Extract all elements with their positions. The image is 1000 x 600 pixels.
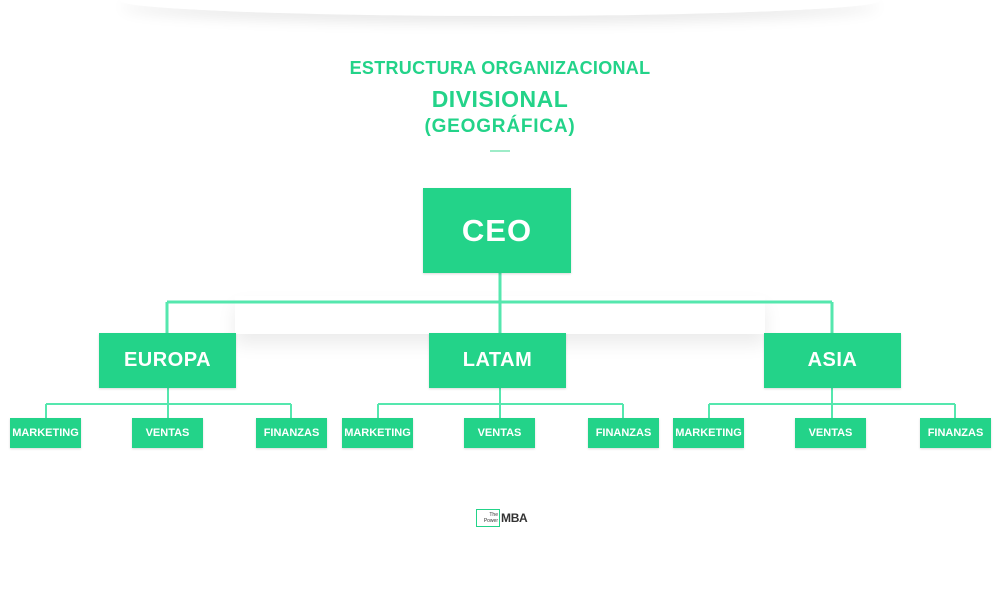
logo-main-text: MBA (501, 511, 528, 525)
europa-marketing-node: MARKETING (10, 418, 81, 448)
latam-finanzas-node: FINANZAS (588, 418, 659, 448)
latam-ventas-node: VENTAS (464, 418, 535, 448)
latam-marketing-node: MARKETING (342, 418, 413, 448)
diagram-subtitle: (GEOGRÁFICA) (424, 116, 576, 137)
logo-box: The Power (476, 509, 500, 527)
title-divider (490, 150, 510, 152)
region-node-latam: LATAM (429, 333, 566, 388)
region-node-asia: ASIA (764, 333, 901, 388)
diagram-title: ESTRUCTURA ORGANIZACIONAL (349, 58, 651, 78)
logo-small-bottom: Power (483, 518, 498, 524)
asia-ventas-node: VENTAS (795, 418, 866, 448)
europa-ventas-node: VENTAS (132, 418, 203, 448)
europa-finanzas-node: FINANZAS (256, 418, 327, 448)
logo-small-top: The (489, 512, 498, 518)
region-node-europa: EUROPA (99, 333, 236, 388)
ceo-node: CEO (423, 188, 571, 273)
thepowermba-logo: The Power MBA (476, 508, 528, 528)
diagram-title-main: DIVISIONAL (431, 86, 569, 112)
asia-marketing-node: MARKETING (673, 418, 744, 448)
header-shadow (120, 0, 880, 16)
asia-finanzas-node: FINANZAS (920, 418, 991, 448)
